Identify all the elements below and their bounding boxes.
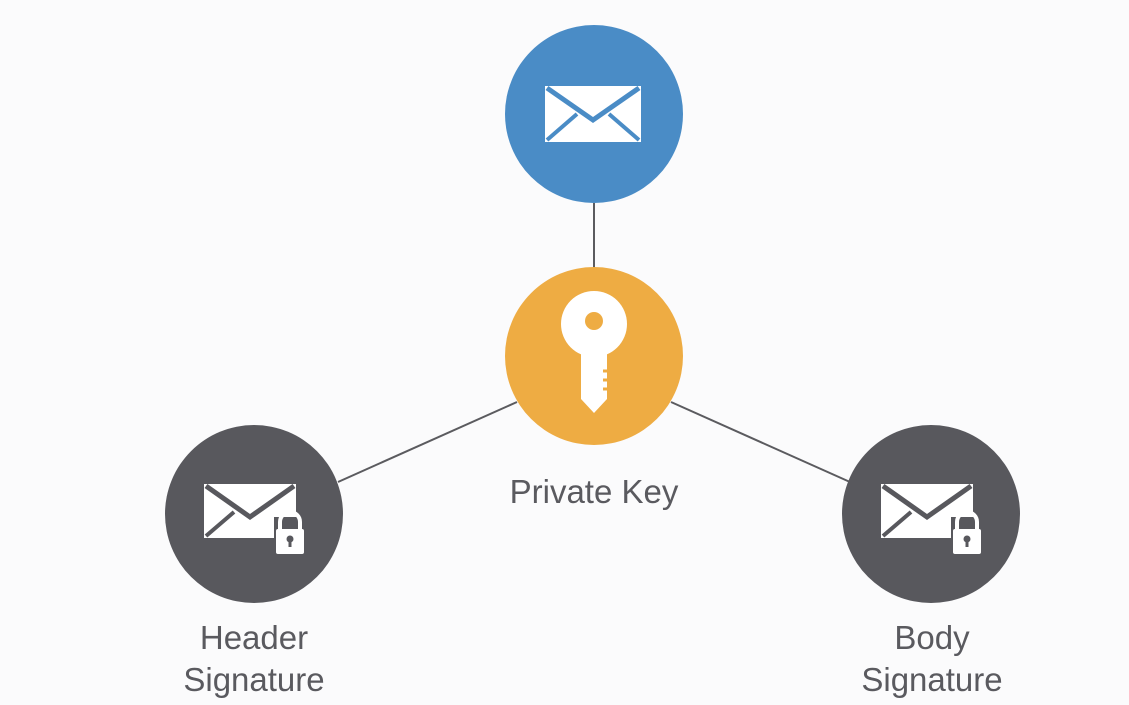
header-signature-label: Header Signature bbox=[104, 617, 404, 701]
email-node bbox=[505, 25, 683, 203]
header-signature-label-line2: Signature bbox=[183, 661, 325, 698]
private-key-node bbox=[505, 267, 683, 445]
key-icon bbox=[505, 267, 683, 445]
body-signature-node bbox=[842, 425, 1020, 603]
envelope-icon bbox=[505, 25, 683, 203]
connector-key-header bbox=[337, 401, 518, 483]
header-signature-label-line1: Header bbox=[199, 619, 309, 656]
header-signature-node bbox=[165, 425, 343, 603]
body-signature-label-line1: Body bbox=[894, 619, 970, 656]
body-signature-label: Body Signature bbox=[782, 617, 1082, 701]
connector-key-body bbox=[670, 401, 851, 483]
body-signature-label-line2: Signature bbox=[861, 661, 1003, 698]
private-key-label: Private Key bbox=[509, 473, 679, 510]
locked-envelope-icon bbox=[165, 425, 343, 603]
locked-envelope-icon bbox=[842, 425, 1020, 603]
